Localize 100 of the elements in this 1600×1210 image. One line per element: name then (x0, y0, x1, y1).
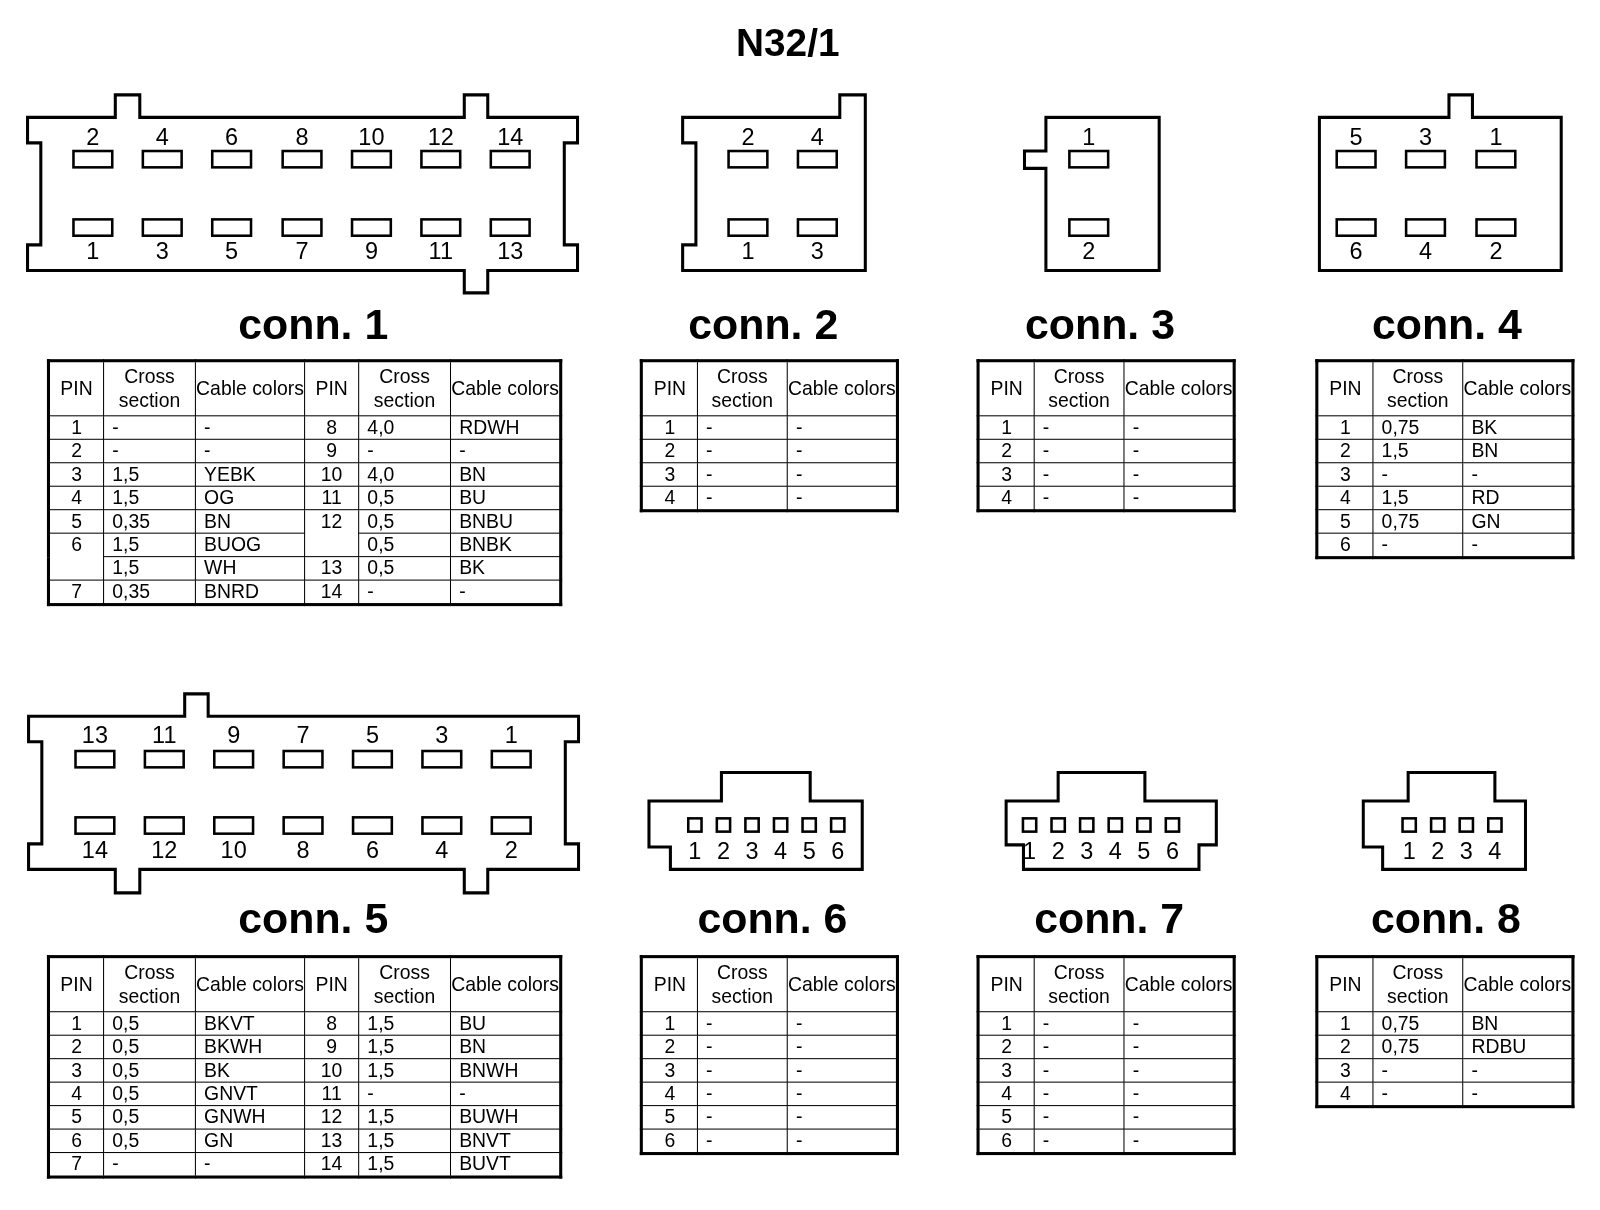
cable-color-code: BKWH (204, 1036, 263, 1058)
connector-housing (1361, 770, 1528, 872)
column-header: PIN (60, 377, 93, 399)
cable-color-code: BUWH (459, 1106, 519, 1128)
cable-color-code: BNVT (459, 1130, 511, 1151)
pin-number: 6 (664, 1130, 676, 1151)
cross-section-value: 0,5 (367, 557, 395, 579)
cross-section-value: - (112, 416, 119, 438)
pin-number: 5 (71, 510, 82, 532)
pin-number: 12 (320, 1106, 343, 1128)
pin-number: 4 (1340, 487, 1351, 509)
cable-color-code: - (1132, 416, 1140, 438)
pin-number: 6 (1165, 839, 1179, 863)
column-header: PIN (653, 973, 687, 995)
cross-section-value: 1,5 (367, 1130, 395, 1151)
pin-number: 3 (1340, 1059, 1351, 1081)
pin-number: 6 (71, 1130, 82, 1151)
cable-color-code: - (459, 440, 466, 462)
cross-section-value: 0,35 (112, 510, 150, 532)
pin-number: 2 (1340, 440, 1351, 462)
pin-number: 7 (296, 723, 310, 748)
pin-number: 12 (427, 126, 454, 150)
cable-color-code: - (795, 1130, 803, 1151)
pin-number: 8 (326, 1012, 337, 1034)
pin-number: 2 (1001, 1036, 1012, 1058)
pin-number: 7 (71, 1153, 82, 1175)
pin-number: 4 (71, 1083, 82, 1105)
pin-number: 1 (1082, 126, 1096, 150)
pin-number: 2 (1051, 839, 1065, 863)
cross-section-value: - (706, 1106, 713, 1128)
pin-number: 2 (1082, 239, 1096, 263)
pin-number: 2 (1489, 239, 1503, 263)
pin-number: 2 (664, 1036, 676, 1058)
column-header: Cross section (1387, 961, 1449, 1008)
column-header: Cable colors (1125, 973, 1233, 995)
cross-section-value: - (1042, 463, 1050, 485)
pin-number: 7 (295, 239, 309, 263)
pin-number: 2 (716, 839, 730, 863)
cross-section-value: 1,5 (112, 463, 140, 485)
column-header: Cable colors (1463, 377, 1572, 399)
pin-number: 9 (364, 239, 378, 263)
pin-number: 14 (497, 126, 524, 150)
cable-color-code: - (1132, 1036, 1140, 1058)
pin-number: 11 (152, 723, 177, 748)
connector-housing (1022, 115, 1162, 273)
cross-section-value: - (1381, 463, 1389, 485)
cross-section-value: 0,5 (367, 533, 395, 556)
pin-number: 14 (81, 838, 108, 862)
cable-color-code: - (795, 1059, 803, 1081)
pin-number: 5 (1001, 1106, 1012, 1128)
pin-number: 5 (225, 239, 239, 263)
column-header: Cross section (118, 961, 181, 1008)
cross-section-value: 0,5 (367, 510, 395, 532)
cross-section-value: - (1381, 1059, 1389, 1081)
connector-label: conn. 7 (1034, 895, 1185, 941)
cross-section-value: - (706, 1083, 713, 1105)
pin-number: 8 (326, 416, 337, 438)
pin-number: 3 (435, 723, 449, 748)
pin-number: 2 (504, 838, 518, 862)
cable-color-code: - (204, 416, 211, 438)
pin-number: 3 (71, 463, 82, 485)
pin-number: 1 (86, 239, 100, 263)
cable-color-code: RD (1471, 487, 1500, 509)
column-header: Cross section (1387, 365, 1449, 412)
cross-section-value: - (367, 1083, 374, 1105)
pin-number: 11 (321, 1083, 342, 1105)
connector-housing (1004, 770, 1219, 872)
pin-number: 14 (320, 1153, 343, 1175)
column-header: Cross section (711, 365, 774, 412)
cable-color-code: BKVT (204, 1012, 255, 1034)
cross-section-value: - (1042, 416, 1050, 438)
connector-housing (1317, 92, 1564, 273)
column-header: Cable colors (196, 973, 304, 995)
connector-label: conn. 5 (238, 895, 389, 941)
pin-number: 12 (320, 510, 343, 532)
pin-number: 5 (802, 839, 816, 863)
cross-section-value: 0,5 (112, 1106, 140, 1128)
cable-color-code: BNRD (204, 581, 259, 603)
column-header: Cross section (373, 365, 436, 412)
cable-color-code: BNWH (459, 1059, 519, 1081)
pin-number: 14 (320, 581, 343, 603)
cross-section-value: - (1042, 1059, 1050, 1081)
pin-number: 3 (155, 239, 169, 263)
cable-color-code: BNBU (459, 510, 514, 532)
column-header: PIN (60, 973, 93, 995)
cable-color-code: GN (204, 1130, 234, 1151)
cross-section-value: 0,35 (112, 581, 150, 603)
cross-section-value: 0,75 (1381, 510, 1420, 532)
cable-color-code: BUVT (459, 1153, 511, 1175)
cross-section-value: 0,5 (112, 1083, 140, 1105)
cable-color-code: GN (1471, 510, 1501, 532)
pin-number: 4 (774, 839, 788, 863)
pin-number: 3 (1080, 839, 1094, 863)
cable-color-code: - (795, 463, 803, 485)
cable-color-code: OG (204, 487, 235, 509)
pin-number: 5 (1349, 126, 1363, 150)
cable-color-code: - (795, 416, 803, 438)
column-header: Cable colors (451, 377, 559, 399)
cross-section-value: 0,75 (1381, 416, 1420, 438)
cross-section-value: - (1042, 1130, 1050, 1151)
